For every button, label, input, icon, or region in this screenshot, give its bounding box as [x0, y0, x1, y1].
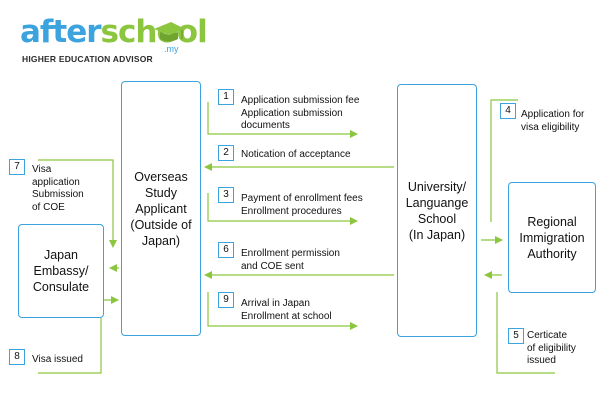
arrow-step-3	[207, 193, 358, 225]
arrow-step-5	[484, 271, 555, 374]
step-1-number: 1	[218, 89, 234, 105]
step-3-number: 3	[218, 187, 234, 203]
afterschool-logo: afterschool .my HIGHER EDUCATION ADVISOR	[18, 14, 208, 66]
step-8-label: Visa issued	[32, 354, 83, 365]
applicant-label: Overseas Study Applicant (Outside of Jap…	[130, 169, 192, 248]
logo-tagline: HIGHER EDUCATION ADVISOR	[22, 54, 153, 64]
step-2-number: 2	[218, 145, 234, 161]
logo-word-l: l	[197, 14, 208, 50]
logo-word-sch: sch	[100, 14, 158, 50]
step-6-label: Enrollment permission and COE sent	[241, 248, 340, 272]
step-4-label: Application for visa eligibility	[521, 109, 585, 133]
arrow-step-4	[481, 99, 518, 244]
step-6-number: 6	[218, 242, 234, 258]
logo-word-after: after	[20, 14, 102, 50]
step-9-label: Arrival in Japan Enrollment at school	[241, 298, 332, 322]
step-7-label: Visa application Submission of COE	[32, 164, 84, 213]
graduation-cap-icon	[154, 22, 185, 42]
step-5-label: Certicate of eligibility issued	[527, 330, 576, 366]
step-5-number: 5	[508, 328, 524, 344]
arrow-step-1	[207, 102, 358, 138]
step-1-label: Application submission fee Application s…	[241, 95, 360, 131]
step-7-number: 7	[9, 159, 25, 175]
step-9-number: 9	[218, 292, 234, 308]
arrow-step-9	[207, 292, 358, 330]
school-label: University/ Languange School (In Japan)	[405, 179, 469, 242]
applicant-box: Overseas Study Applicant (Outside of Jap…	[121, 81, 201, 336]
step-8-number: 8	[9, 349, 25, 365]
arrow-step-7	[38, 159, 119, 272]
immigration-label: Regional Immigration Authority	[519, 214, 585, 261]
immigration-box: Regional Immigration Authority	[508, 182, 596, 293]
step-4-number: 4	[500, 103, 516, 119]
logo-domain-suffix: .my	[164, 44, 179, 54]
step-2-label: Notication of acceptance	[241, 149, 351, 160]
step-3-label: Payment of enrollment fees Enrollment pr…	[241, 193, 363, 217]
logo-wordmark: afterschool	[20, 12, 208, 52]
embassy-label: Japan Embassy/ Consulate	[32, 248, 90, 294]
school-box: University/ Languange School (In Japan)	[397, 84, 477, 337]
embassy-box: Japan Embassy/ Consulate	[18, 224, 104, 318]
